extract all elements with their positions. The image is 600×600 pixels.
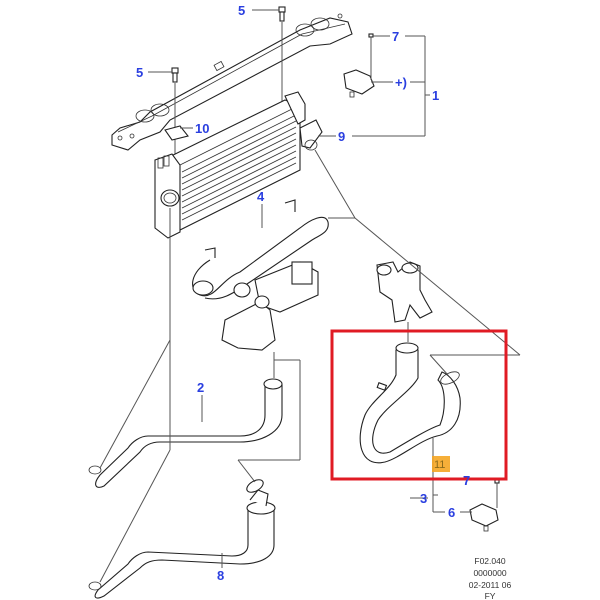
callout-1: 1	[432, 88, 439, 103]
callout-8: 8	[217, 568, 224, 583]
ref-line-4: FY	[485, 591, 496, 600]
callout-2: 2	[197, 380, 204, 395]
valve-housing	[376, 261, 433, 323]
support-bracket	[111, 13, 353, 151]
pressure-sensor-top	[343, 33, 375, 98]
ref-line-2: 0000000	[473, 568, 506, 578]
callout-3: 3	[420, 491, 427, 506]
turbocharger	[221, 261, 319, 351]
ref-line-1: F02.040	[474, 556, 505, 566]
hose-2	[88, 378, 283, 488]
callout-5-upper: 5	[238, 3, 245, 18]
callout-6: 6	[448, 505, 455, 520]
callout-plus: +)	[395, 75, 407, 90]
callout-9: 9	[338, 129, 345, 144]
callout-5-lower: 5	[136, 65, 143, 80]
bolt-lower	[171, 67, 179, 162]
clip	[164, 125, 189, 141]
callout-11: 11	[434, 459, 445, 471]
leader-lines	[99, 9, 521, 583]
callout-7-top: 7	[392, 29, 399, 44]
intercooler	[154, 91, 323, 239]
callout-10: 10	[195, 121, 209, 136]
highlight-badge	[432, 456, 450, 472]
callout-7-bottom: 7	[463, 473, 470, 488]
callout-4: 4	[257, 189, 265, 204]
hose-11	[359, 342, 461, 464]
hose-4	[192, 199, 329, 300]
hose-8	[88, 479, 276, 599]
highlight-box	[330, 329, 508, 481]
ref-line-3: 02-2011 06	[469, 580, 512, 590]
pressure-sensor-bottom	[469, 479, 500, 532]
